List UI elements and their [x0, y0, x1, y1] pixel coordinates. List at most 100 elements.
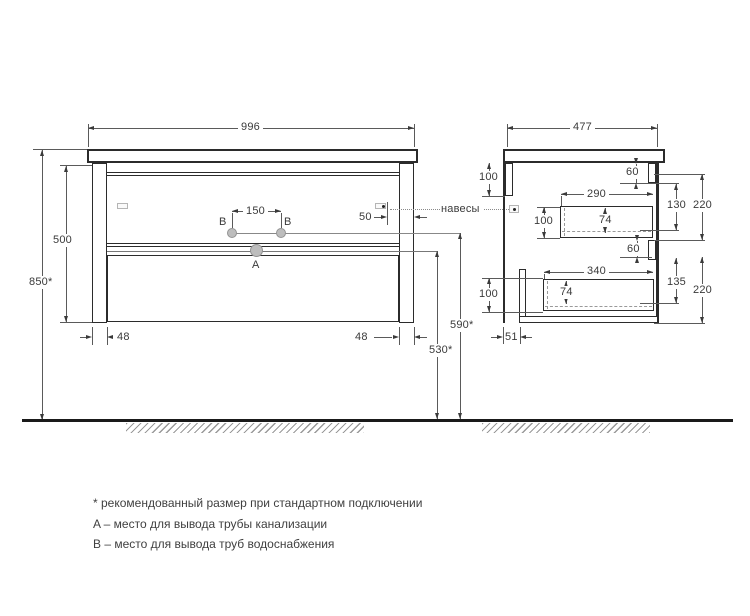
- hanger-point-icon: [382, 205, 385, 208]
- dim-arrow: [651, 125, 657, 130]
- side-mount-bracket: [504, 163, 513, 196]
- dim-arrow: [39, 150, 44, 156]
- point-b-left-label: B: [219, 216, 227, 228]
- drawer-inner-dashed-line: [564, 208, 565, 236]
- dim-line: [374, 337, 392, 338]
- side-countertop: [503, 149, 665, 163]
- floor-hatching: [126, 423, 364, 433]
- dim-arrow: [544, 269, 550, 274]
- dim-top-drawer-inner: 74: [596, 214, 615, 227]
- ext-line: [387, 202, 388, 225]
- dim-arrow: [563, 298, 568, 304]
- ext-line: [281, 213, 282, 228]
- dim-line: [420, 217, 427, 218]
- dim-arrow: [457, 413, 462, 419]
- dim-top-front-gap: 130: [664, 199, 689, 212]
- dim-bottom-front-gap: 135: [664, 276, 689, 289]
- dim-bottom-drawer-height: 100: [476, 288, 501, 301]
- dim-arrow: [414, 214, 420, 219]
- ext-line: [399, 327, 400, 345]
- dim-arrow: [673, 224, 678, 230]
- dim-arrow: [541, 232, 546, 238]
- dim-arrow: [673, 297, 678, 303]
- dim-arrow: [63, 166, 68, 172]
- dim-arrow: [507, 125, 513, 130]
- ext-line: [654, 240, 705, 241]
- drain-level-line: [107, 251, 437, 252]
- dim-bottom-front-offset: 60: [624, 243, 643, 256]
- dim-arrow: [673, 258, 678, 264]
- dim-arrow: [434, 413, 439, 419]
- dim-arrow: [699, 317, 704, 323]
- dim-arrow: [602, 227, 607, 233]
- hangers-label: навесы: [441, 203, 480, 215]
- dim-arrow: [673, 184, 678, 190]
- point-a-marker: [250, 244, 263, 257]
- ext-line: [60, 165, 92, 166]
- dim-bottom-drawer-width: 340: [584, 265, 609, 278]
- dim-top-drawer-height: 100: [531, 215, 556, 228]
- ext-line: [507, 124, 508, 147]
- top-drawer-front-bracket: [648, 163, 656, 183]
- dim-arrow: [88, 125, 94, 130]
- dim-arrow: [563, 281, 568, 287]
- leader-line: [484, 209, 511, 210]
- dim-arrow: [634, 257, 639, 263]
- side-bottom-panel: [519, 316, 658, 323]
- dim-arrow: [39, 414, 44, 420]
- dim-arrow: [699, 174, 704, 180]
- point-b-left-marker: [227, 228, 237, 238]
- dim-top-drawer-width: 290: [584, 188, 609, 201]
- front-countertop: [87, 149, 418, 163]
- dim-arrow: [699, 257, 704, 263]
- side-back-support: [519, 269, 526, 317]
- dim-arrow: [633, 183, 638, 189]
- dim-arrow: [699, 234, 704, 240]
- front-right-panel: [399, 163, 414, 323]
- ext-line: [503, 327, 504, 344]
- note-asterisk: * рекомендованный размер при стандартном…: [93, 496, 423, 510]
- dim-arrow: [107, 334, 113, 339]
- dim-arrow: [275, 208, 281, 213]
- floor-hatching: [482, 423, 650, 433]
- dim-arrow: [63, 316, 68, 322]
- dim-arrow: [486, 190, 491, 196]
- dim-arrow: [541, 207, 546, 213]
- ext-line: [60, 322, 92, 323]
- ext-line: [482, 312, 543, 313]
- dim-front-width: 996: [238, 121, 263, 134]
- dim-bracket-height: 100: [476, 171, 501, 184]
- dim-top-front-offset: 60: [623, 166, 642, 179]
- point-b-right-marker: [276, 228, 286, 238]
- dim-arrow: [647, 269, 653, 274]
- side-front-edge: [656, 163, 659, 323]
- dim-arrow: [381, 214, 387, 219]
- dim-arrow: [232, 208, 238, 213]
- dim-bottom-drawer-inner: 74: [557, 286, 576, 299]
- drawer-inner-dashed-line: [547, 281, 548, 309]
- water-level-line: [232, 233, 460, 234]
- ext-line: [654, 174, 705, 175]
- dim-back-offset: 51: [505, 331, 518, 343]
- dim-arrow: [86, 334, 92, 339]
- hanger-point-icon: [512, 207, 516, 211]
- ext-line: [640, 230, 679, 231]
- drawer-inner-dashed-line: [562, 231, 651, 232]
- dim-line: [420, 337, 427, 338]
- front-left-panel: [92, 163, 107, 323]
- dim-water-height: 590*: [447, 319, 477, 332]
- dim-arrow: [414, 334, 420, 339]
- dim-left-inset: 48: [117, 331, 130, 343]
- drawer-inner-dashed-line: [545, 306, 652, 307]
- dim-right-inset: 48: [355, 331, 368, 343]
- front-lower-drawer: [107, 255, 399, 322]
- dim-total-height: 850*: [26, 276, 56, 289]
- dim-depth: 477: [570, 121, 595, 134]
- dim-arrow: [486, 163, 491, 169]
- ext-line: [33, 149, 87, 150]
- note-point-b: B – место для вывода труб водоснабжения: [93, 537, 335, 551]
- ext-line: [640, 303, 679, 304]
- ext-line: [654, 323, 705, 324]
- dim-drain-height: 530*: [426, 344, 456, 357]
- dim-line: [437, 251, 438, 420]
